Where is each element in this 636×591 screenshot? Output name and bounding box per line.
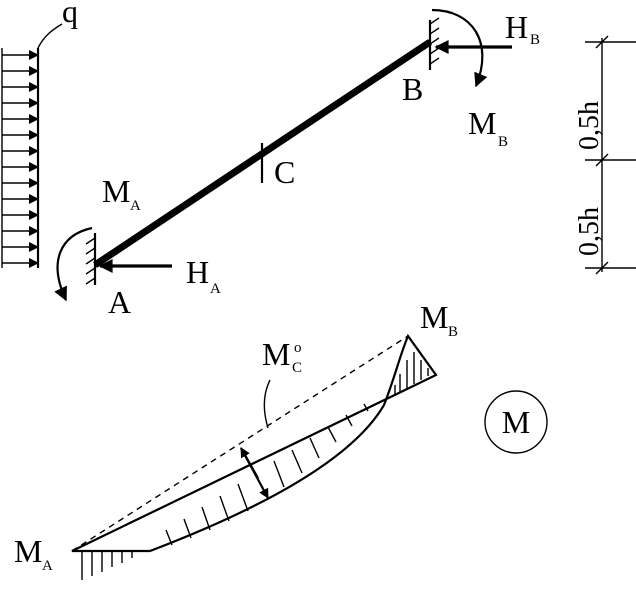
load-leader-line: [37, 23, 63, 49]
label-diagram-mb: M B: [420, 299, 458, 340]
label-diagram-ma: M A: [14, 533, 53, 574]
svg-text:H: H: [186, 254, 209, 290]
dimension-lower: 0,5h: [574, 207, 605, 256]
center-leader-line: [263, 379, 271, 429]
support-label-a: A: [108, 284, 131, 320]
label-ma: M A: [102, 173, 141, 214]
label-hb: H B: [505, 9, 540, 48]
center-arrow-down: [240, 447, 269, 499]
label-ha: H A: [186, 254, 221, 297]
label-mb: M B: [468, 105, 508, 150]
svg-text:B: B: [498, 134, 508, 150]
svg-text:M: M: [262, 336, 290, 372]
svg-text:A: A: [210, 281, 221, 297]
svg-text:M: M: [14, 533, 42, 569]
distributed-load: q: [1, 0, 78, 268]
fixed-support-a: [85, 233, 97, 285]
svg-text:A: A: [42, 558, 53, 574]
moment-diagram-badge: [484, 390, 548, 454]
svg-text:M: M: [102, 173, 130, 209]
moment-hatching: [81, 352, 429, 580]
svg-text:B: B: [530, 32, 540, 48]
moment-arrow-b: [431, 8, 488, 88]
svg-text:H: H: [505, 9, 528, 45]
fixed-support-b: [428, 17, 440, 70]
height-dimension: [585, 35, 636, 275]
label-diagram-mc: M C o: [262, 336, 302, 376]
dimension-upper: 0,5h: [574, 101, 605, 150]
svg-text:B: B: [448, 324, 458, 340]
load-label-q: q: [62, 0, 78, 29]
moment-curve: [71, 333, 438, 553]
moment-reference-line: [71, 335, 409, 552]
svg-text:C: C: [292, 360, 302, 376]
load-arrows: [2, 50, 39, 268]
svg-text:A: A: [130, 198, 141, 214]
midpoint-label-c: C: [274, 154, 295, 190]
moment-arrow-a: [54, 226, 93, 302]
svg-text:M: M: [420, 299, 448, 335]
svg-text:o: o: [294, 340, 302, 356]
svg-text:M: M: [468, 105, 496, 141]
moment-diagram-badge-label: M: [502, 404, 530, 440]
support-label-b: B: [402, 71, 423, 107]
